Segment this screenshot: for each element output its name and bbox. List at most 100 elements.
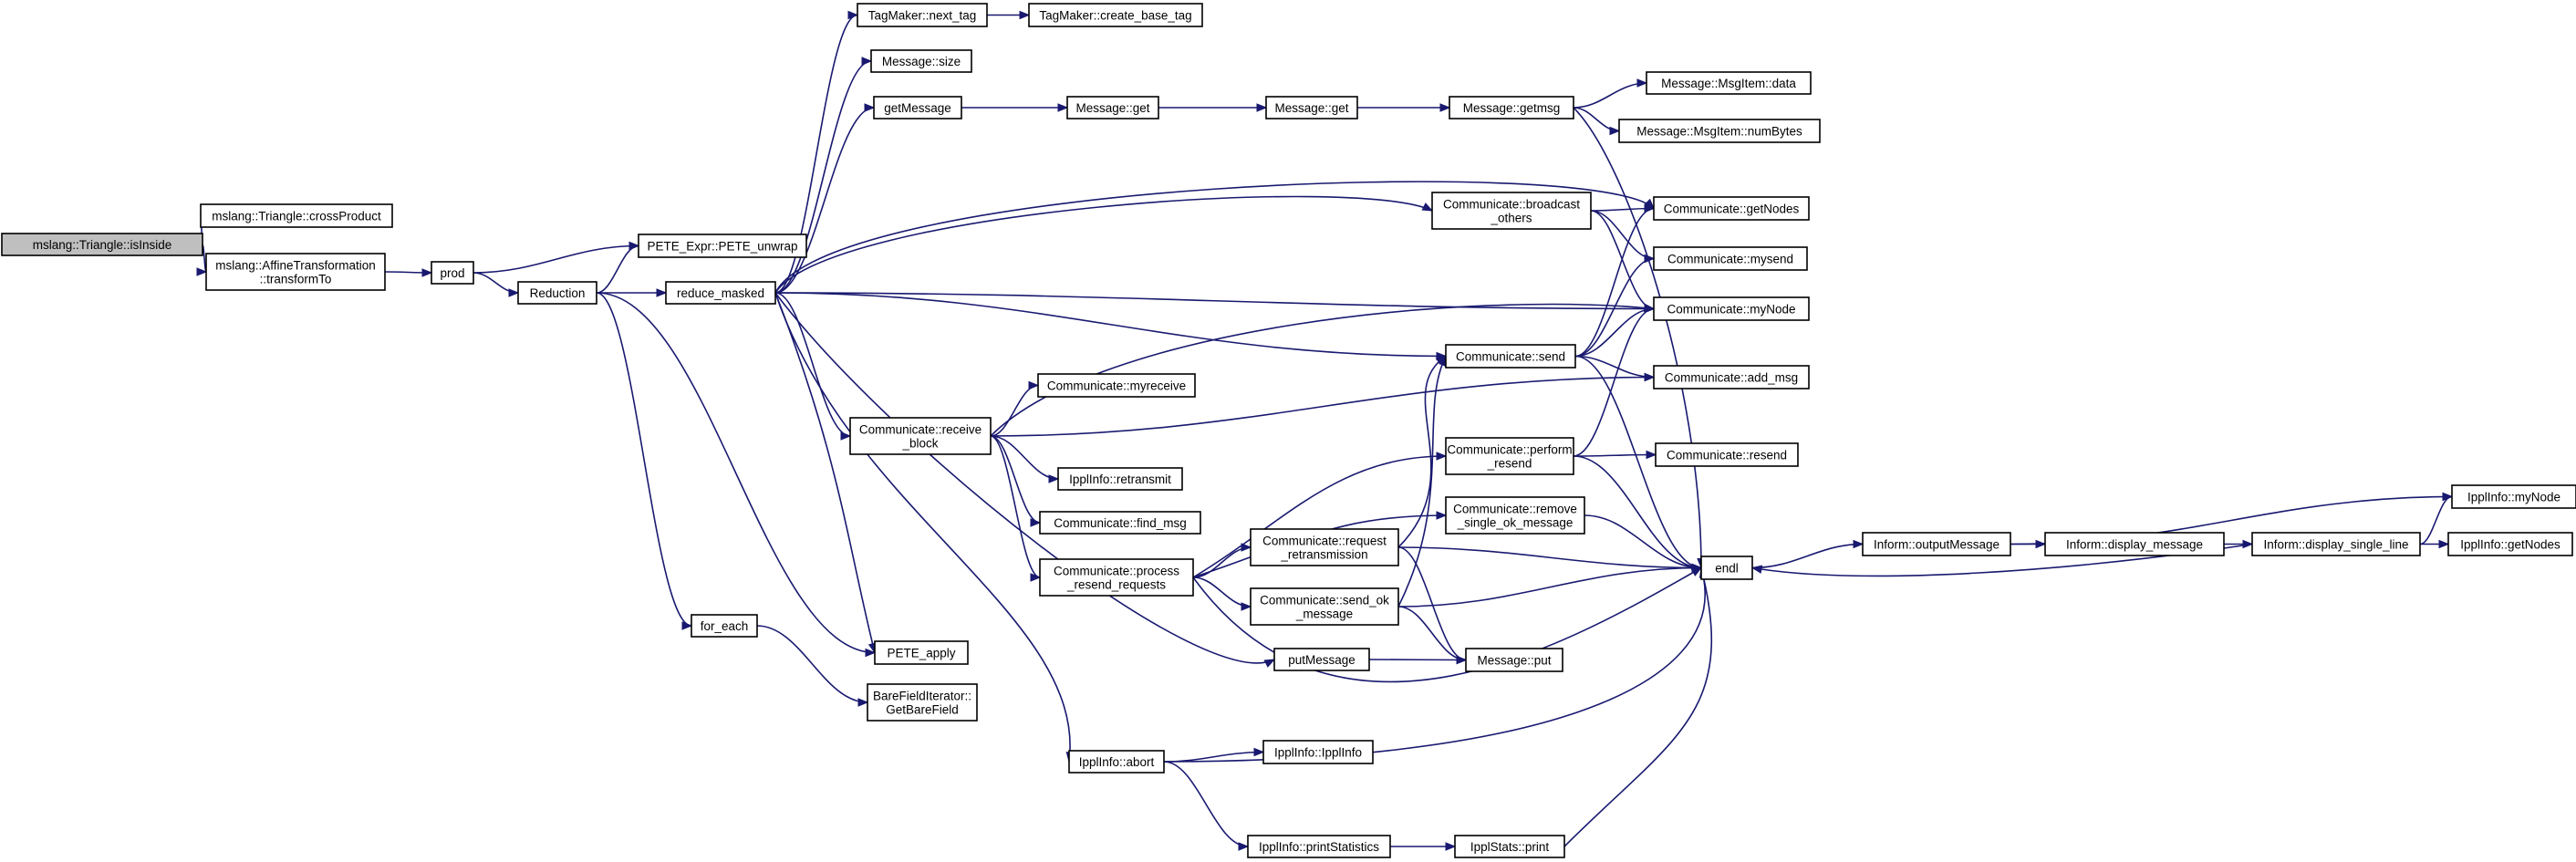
node-msgitem_numBytes[interactable]: Message::MsgItem::numBytes — [1618, 119, 1821, 143]
node-isInside[interactable]: mslang::Triangle::isInside — [1, 233, 203, 256]
node-endl[interactable]: endl — [1700, 556, 1753, 580]
node-display_single_line[interactable]: Inform::display_single_line — [2251, 532, 2421, 556]
node-label: IpplInfo::abort — [1079, 755, 1155, 769]
node-ippl_getNodes[interactable]: IpplInfo::getNodes — [2447, 532, 2573, 556]
node-comm_send[interactable]: Communicate::send — [1445, 344, 1576, 369]
node-box — [873, 96, 962, 119]
node-putMessage[interactable]: putMessage — [1273, 648, 1370, 671]
node-crossProduct[interactable]: mslang::Triangle::crossProduct — [200, 203, 393, 228]
edge-ippl_abort-to-printStatistics — [1163, 761, 1249, 847]
node-box — [1250, 587, 1399, 626]
node-label: Communicate::getNodes — [1664, 203, 1800, 216]
node-stats_print[interactable]: IpplStats::print — [1454, 835, 1565, 858]
arrowhead — [1030, 573, 1042, 582]
node-label: for_each — [701, 619, 749, 633]
node-retransmit[interactable]: IpplInfo::retransmit — [1057, 467, 1183, 491]
node-add_msg[interactable]: Communicate::add_msg — [1653, 365, 1810, 389]
edge-comm_send-to-add_msg — [1574, 355, 1655, 379]
node-resend[interactable]: Communicate::resend — [1655, 442, 1799, 467]
node-label: endl — [1715, 562, 1739, 576]
node-label: Message::size — [882, 55, 961, 68]
edge-receive_block-to-retransmit — [990, 435, 1059, 480]
node-mysend[interactable]: Communicate::mysend — [1653, 246, 1808, 271]
node-layer: mslang::Triangle::isInside mslang::Triang… — [1, 3, 2576, 858]
arrowhead — [2438, 539, 2450, 549]
node-msg_get1[interactable]: Message::get — [1066, 96, 1159, 119]
node-msgitem_data[interactable]: Message::MsgItem::data — [1646, 71, 1812, 95]
node-transformTo[interactable]: mslang::AffineTransformation::transformT… — [205, 253, 386, 291]
node-ippl_abort[interactable]: IpplInfo::abort — [1068, 750, 1165, 774]
edge-request_retrans-to-endl — [1397, 546, 1702, 569]
node-Reduction[interactable]: Reduction — [517, 281, 597, 305]
arrowhead — [421, 268, 433, 277]
node-ippl_myNode[interactable]: IpplInfo::myNode — [2451, 484, 2576, 509]
node-myreceive[interactable]: Communicate::myreceive — [1037, 373, 1196, 398]
node-box — [1028, 3, 1203, 27]
edge-display_single_line-to-ippl_myNode — [2419, 495, 2453, 545]
edge-prod-to-PETE_unwrap — [473, 244, 639, 274]
node-next_tag[interactable]: TagMaker::next_tag — [857, 3, 988, 27]
node-msg_get2[interactable]: Message::get — [1265, 96, 1358, 119]
node-outputMessage[interactable]: Inform::outputMessage — [1862, 532, 2011, 556]
arrowhead — [1030, 518, 1042, 527]
node-comm_myNode[interactable]: Communicate::myNode — [1653, 296, 1810, 321]
node-PETE_unwrap[interactable]: PETE_Expr::PETE_unwrap — [638, 234, 807, 258]
arrowhead — [1691, 563, 1703, 573]
arrowhead — [857, 698, 869, 707]
node-broadcast_others[interactable]: Communicate::broadcast_others — [1431, 192, 1592, 230]
node-printStatistics[interactable]: IpplInfo::printStatistics — [1247, 835, 1391, 858]
node-getMessage[interactable]: getMessage — [873, 96, 962, 119]
node-label: Message::put — [1477, 654, 1551, 668]
node-prod[interactable]: prod — [431, 261, 474, 285]
node-box — [2447, 532, 2573, 556]
arrowhead — [1456, 655, 1468, 665]
node-display_message[interactable]: Inform::display_message — [2044, 532, 2225, 556]
node-send_ok[interactable]: Communicate::send_ok_message — [1250, 587, 1399, 626]
node-box — [1265, 96, 1358, 119]
node-process_resend[interactable]: Communicate::process_resend_requests — [1039, 558, 1194, 597]
node-perform_resend[interactable]: Communicate::perform_resend — [1445, 437, 1574, 475]
arrowhead — [864, 103, 876, 112]
node-box — [1653, 296, 1810, 321]
node-label: Communicate::receive — [859, 423, 982, 437]
node-getNodes[interactable]: Communicate::getNodes — [1653, 196, 1810, 221]
node-create_base_tag[interactable]: TagMaker::create_base_tag — [1028, 3, 1203, 27]
node-label: Message::MsgItem::numBytes — [1636, 125, 1802, 139]
node-getmsg[interactable]: Message::getmsg — [1449, 96, 1574, 119]
node-label: IpplInfo::getNodes — [2460, 538, 2560, 552]
node-label: Inform::display_single_line — [2263, 538, 2408, 552]
edge-reduce_masked-to-receive_block — [774, 292, 851, 437]
node-box — [1862, 532, 2011, 556]
node-box — [517, 281, 597, 305]
node-label: Communicate::remove — [1453, 503, 1577, 516]
edge-reduce_masked-to-PETE_apply — [774, 292, 876, 653]
edge-send_ok-to-endl — [1397, 566, 1702, 608]
node-reduce_masked[interactable]: reduce_masked — [665, 281, 776, 305]
node-msg_size[interactable]: Message::size — [870, 49, 972, 73]
node-remove_single_ok[interactable]: Communicate::remove_single_ok_message — [1445, 496, 1585, 535]
node-box — [1653, 246, 1808, 271]
node-GetBareField[interactable]: BareFieldIterator::GetBareField — [867, 683, 978, 722]
node-ippl_IpplInfo[interactable]: IpplInfo::IpplInfo — [1262, 740, 1374, 764]
node-box — [1057, 467, 1183, 491]
edge-reduce_masked-to-putMessage — [774, 292, 1275, 664]
arrowhead — [1048, 474, 1060, 483]
node-msg_put[interactable]: Message::put — [1465, 648, 1563, 672]
node-label: _block — [901, 437, 938, 451]
node-label: IpplInfo::retransmit — [1069, 473, 1171, 486]
edge-reduce_masked-to-broadcast_others — [774, 195, 1433, 294]
edge-putMessage-to-msg_put — [1368, 659, 1467, 661]
node-receive_block[interactable]: Communicate::receive_block — [849, 417, 992, 455]
node-label: Communicate::add_msg — [1665, 371, 1798, 385]
arrowhead — [196, 267, 208, 276]
node-box — [1250, 528, 1399, 566]
arrowhead — [1445, 842, 1457, 851]
arrowhead — [1436, 452, 1448, 461]
node-for_each[interactable]: for_each — [691, 614, 758, 638]
node-find_msg[interactable]: Communicate::find_msg — [1039, 511, 1201, 535]
node-label: Communicate::perform — [1447, 443, 1572, 457]
edge-process_resend-to-perform_resend — [1192, 455, 1447, 578]
node-PETE_apply[interactable]: PETE_apply — [874, 640, 969, 665]
node-request_retrans[interactable]: Communicate::request_retransmission — [1250, 528, 1399, 566]
edge-comm_send-to-getNodes — [1574, 207, 1655, 358]
